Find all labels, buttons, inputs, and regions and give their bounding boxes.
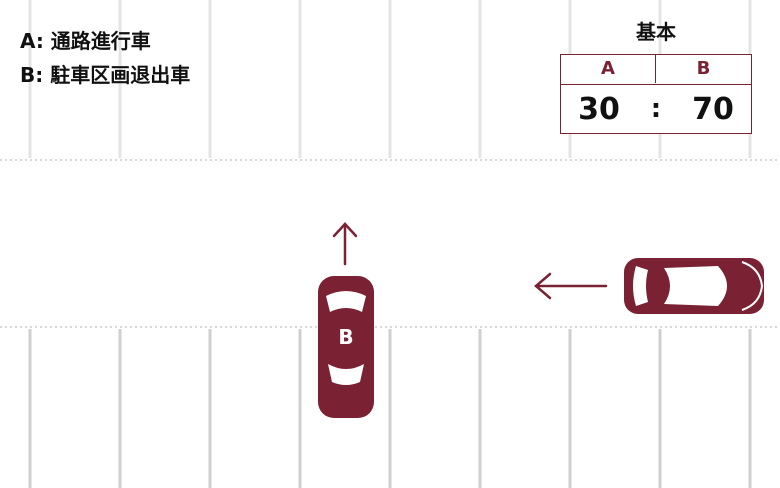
car-a-label: A (696, 275, 712, 299)
ratio-separator: : (650, 94, 662, 124)
car-a: A (624, 258, 764, 314)
ratio-value-b: 70 (692, 92, 734, 127)
ratio-header-row: A B (561, 55, 751, 85)
car-b: B (318, 276, 374, 418)
legend-b: B: 駐車区画退出車 (20, 63, 191, 87)
car-b-label: B (338, 325, 353, 349)
fault-ratio-table: A B : 30 70 (560, 54, 752, 134)
ratio-title: 基本 (636, 20, 676, 44)
ratio-value-a: 30 (578, 92, 620, 127)
ratio-header-b: B (696, 58, 711, 79)
bottom-parking-slot-lines (28, 329, 752, 488)
legend: A: 通路進行車 B: 駐車区画退出車 (20, 24, 190, 92)
car-b-arrow-icon (332, 222, 358, 266)
legend-a: A: 通路進行車 (20, 29, 151, 53)
car-a-arrow-icon (534, 272, 608, 300)
ratio-header-a: A (561, 55, 656, 83)
